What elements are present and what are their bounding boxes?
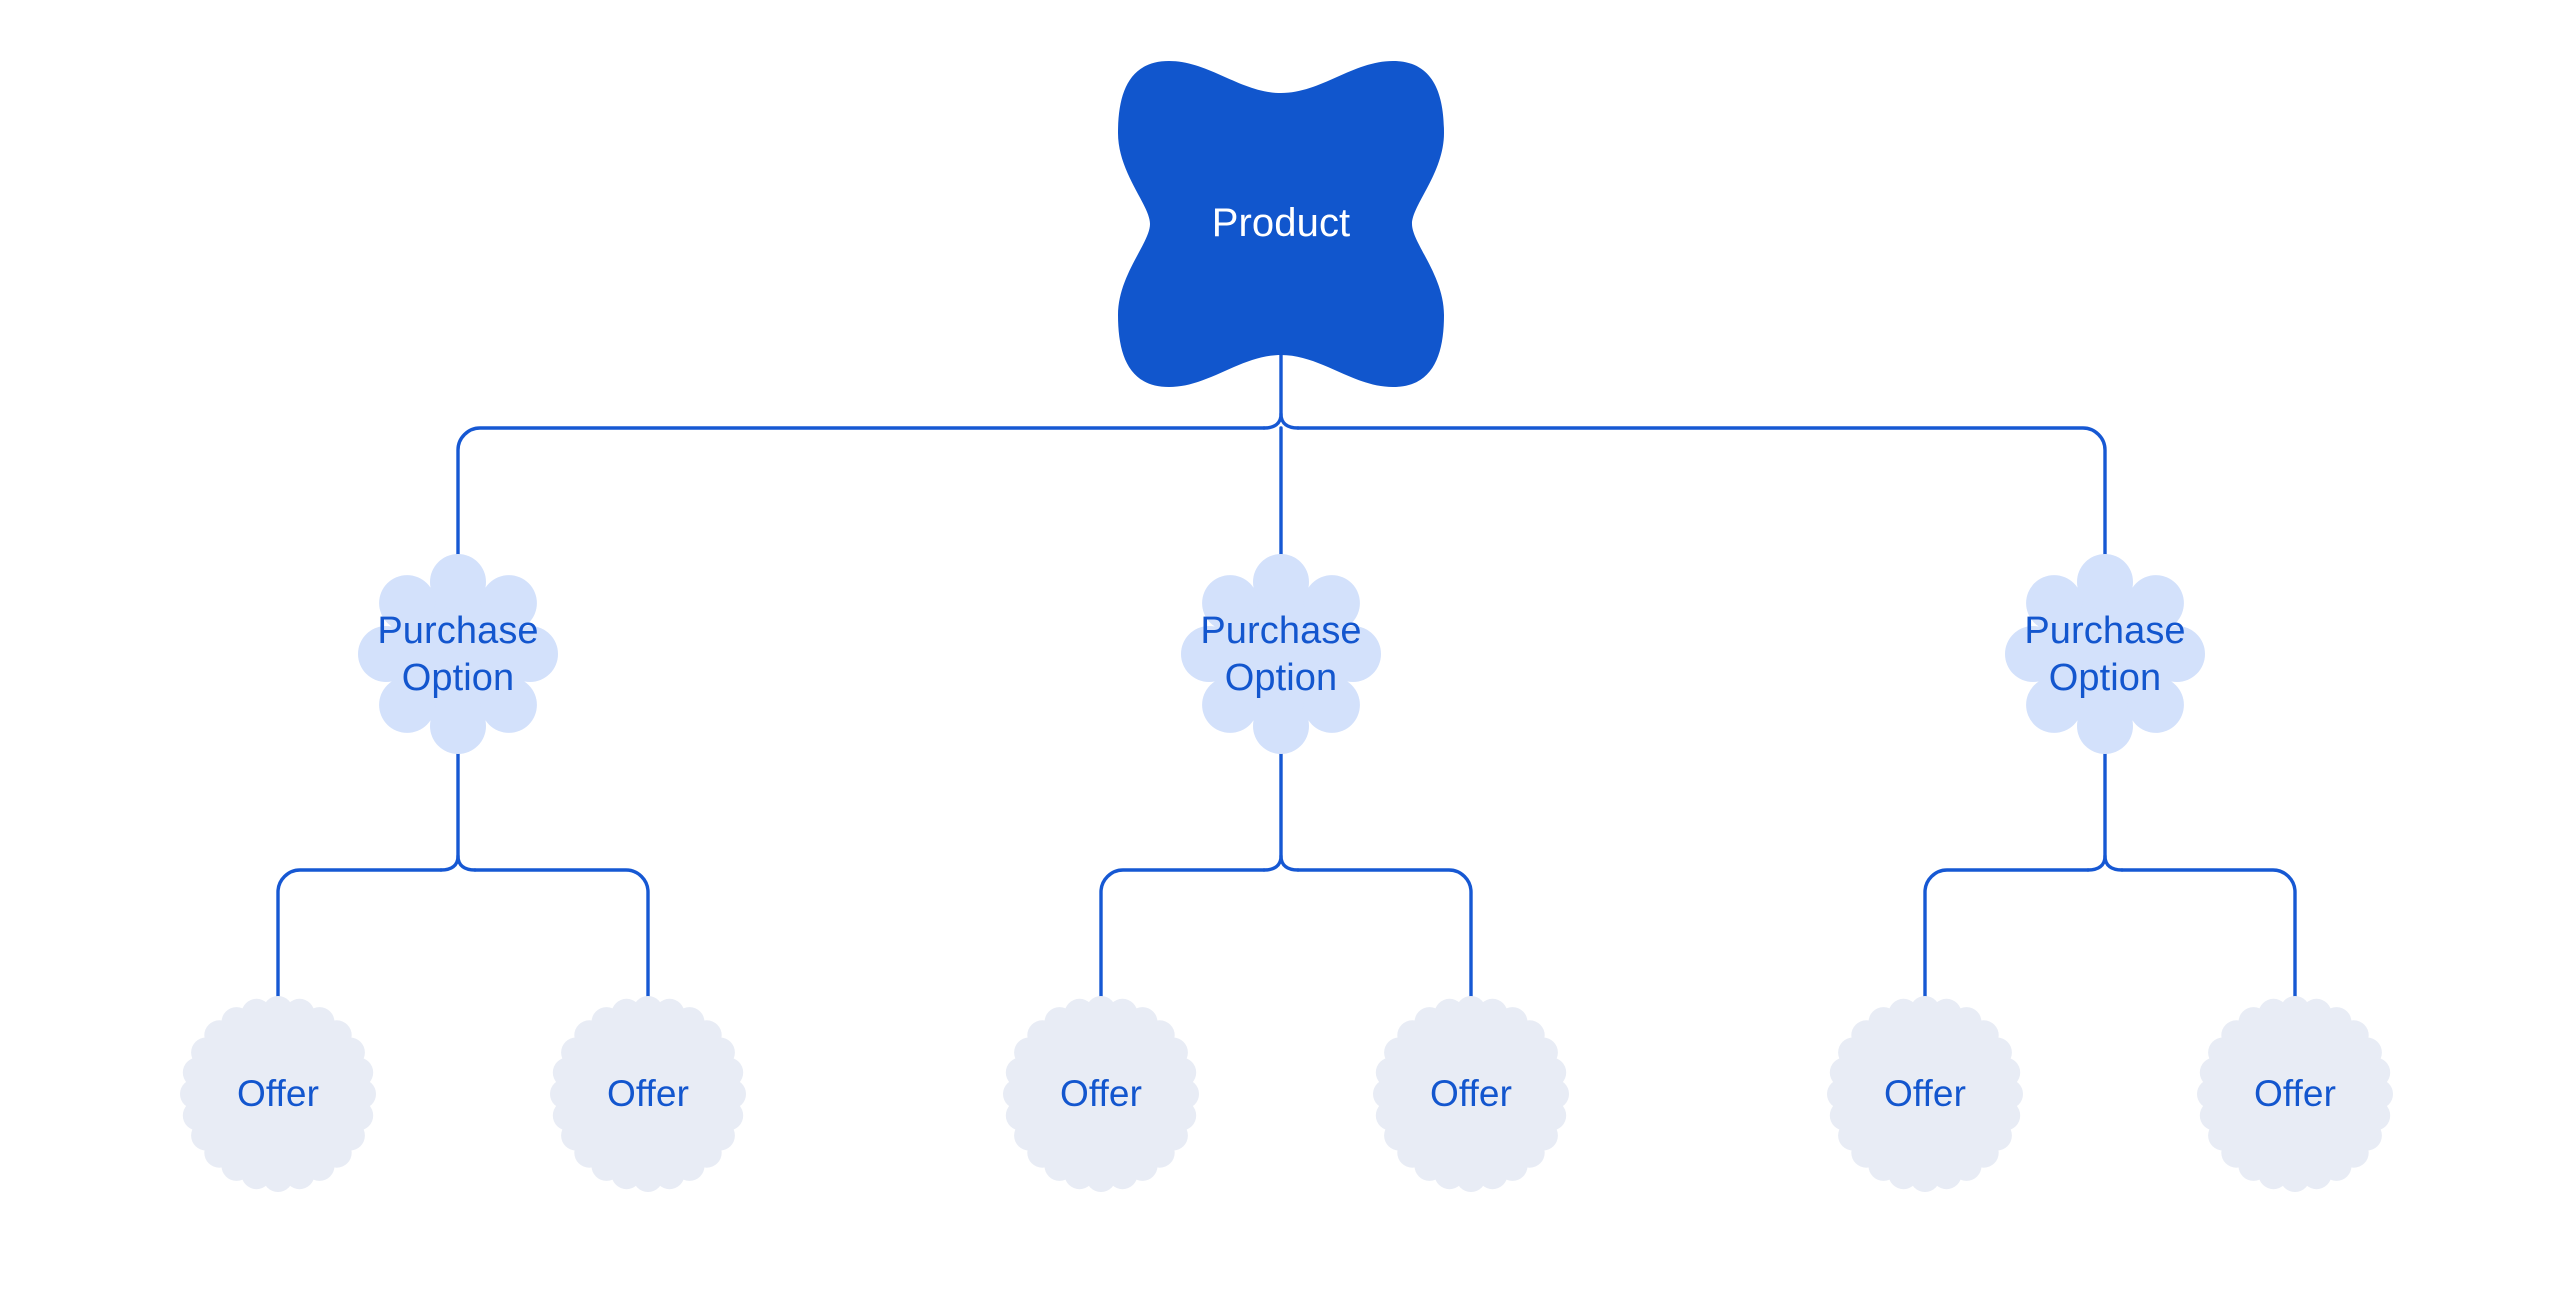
offer-node-2[interactable]: [550, 996, 746, 1192]
offer-node-6[interactable]: [2197, 996, 2393, 1192]
offer-nodes-group: [180, 996, 2393, 1192]
purchase-option-nodes-group: [358, 554, 2205, 754]
connector-po2-to-offer4: [1296, 868, 1473, 999]
purchase-option-node-2[interactable]: [1181, 554, 1381, 754]
connector-po1-to-offer1: [276, 868, 443, 999]
product-node[interactable]: [1118, 61, 1444, 387]
connector-group: [276, 350, 2297, 999]
connector-root-stem-left: [1262, 412, 1283, 430]
offer-node-4[interactable]: [1373, 996, 1569, 1192]
connector-bus-left: [456, 426, 1266, 558]
offer-node-1[interactable]: [180, 996, 376, 1192]
connector-po3-to-offer5: [1923, 868, 2090, 999]
purchase-option-node-3[interactable]: [2005, 554, 2205, 754]
connector-po2-stem: [1279, 750, 1300, 872]
connector-po3-stem: [2103, 750, 2124, 872]
connector-po3-to-offer6: [2120, 868, 2297, 999]
connector-root-stem: [1279, 350, 1300, 430]
purchase-option-node-1[interactable]: [358, 554, 558, 754]
connector-po1-stem: [456, 750, 477, 872]
connector-po3-stem-left: [2086, 854, 2107, 872]
connector-po2-to-offer3: [1099, 868, 1266, 999]
connector-bus-right: [1296, 426, 2107, 558]
offer-node-3[interactable]: [1003, 996, 1199, 1192]
offer-node-5[interactable]: [1827, 996, 2023, 1192]
connector-po2-stem-left: [1262, 854, 1283, 872]
connector-po1-to-offer2: [473, 868, 650, 999]
connector-po1-stem-left: [439, 854, 460, 872]
